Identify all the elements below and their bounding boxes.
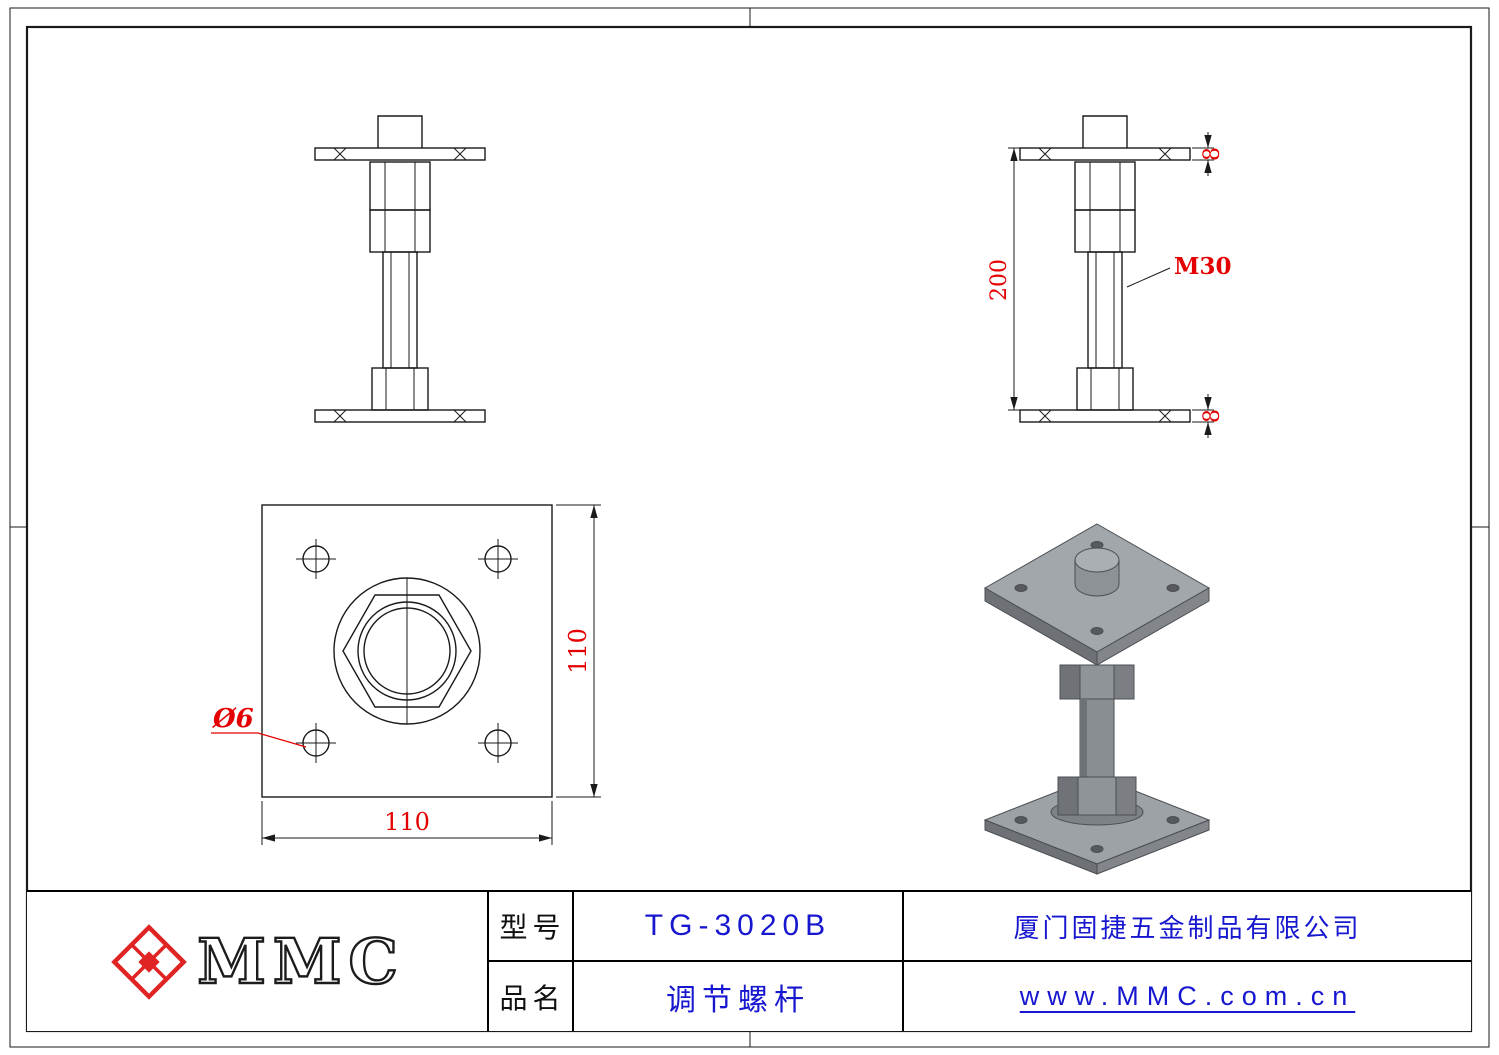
title-block: MMC 型号 TG-3020B 厦门固捷五金制品有限公司 品名 调节螺杆 www…: [27, 890, 1471, 1031]
inner-border: [25, 25, 1473, 1033]
mmc-logo-icon: [111, 923, 187, 1000]
mmc-logo-text: MMC: [196, 924, 405, 998]
dim-bottom-plate-thickness: 8: [1200, 409, 1225, 423]
logo-cell: MMC: [27, 892, 487, 1031]
front-elevation-view: [314, 115, 486, 423]
dim-plate-width: 110: [384, 808, 430, 836]
product-label: 品名: [487, 962, 572, 1031]
dim-top-plate-thickness: 8: [1200, 147, 1225, 161]
dim-plate-depth: 110: [564, 628, 592, 674]
plan-view-dimensions: 110 110 Ø6: [211, 504, 601, 845]
company-name: 厦门固捷五金制品有限公司: [902, 892, 1471, 962]
registration-ticks: [10, 8, 1489, 1047]
side-elevation-view: [1019, 115, 1191, 423]
website-link[interactable]: www.MMC.com.cn: [902, 962, 1471, 1031]
model-label: 型号: [487, 892, 572, 962]
model-value: TG-3020B: [572, 892, 902, 962]
isometric-view: [983, 523, 1211, 875]
plan-view: [261, 504, 553, 798]
product-value: 调节螺杆: [572, 962, 902, 1031]
dim-overall-height: 200: [987, 259, 1012, 301]
dim-thread-spec: M30: [1174, 253, 1231, 280]
dim-hole-diameter: Ø6: [212, 704, 254, 734]
side-view-dimensions: 200 8 8 M30: [987, 132, 1231, 438]
